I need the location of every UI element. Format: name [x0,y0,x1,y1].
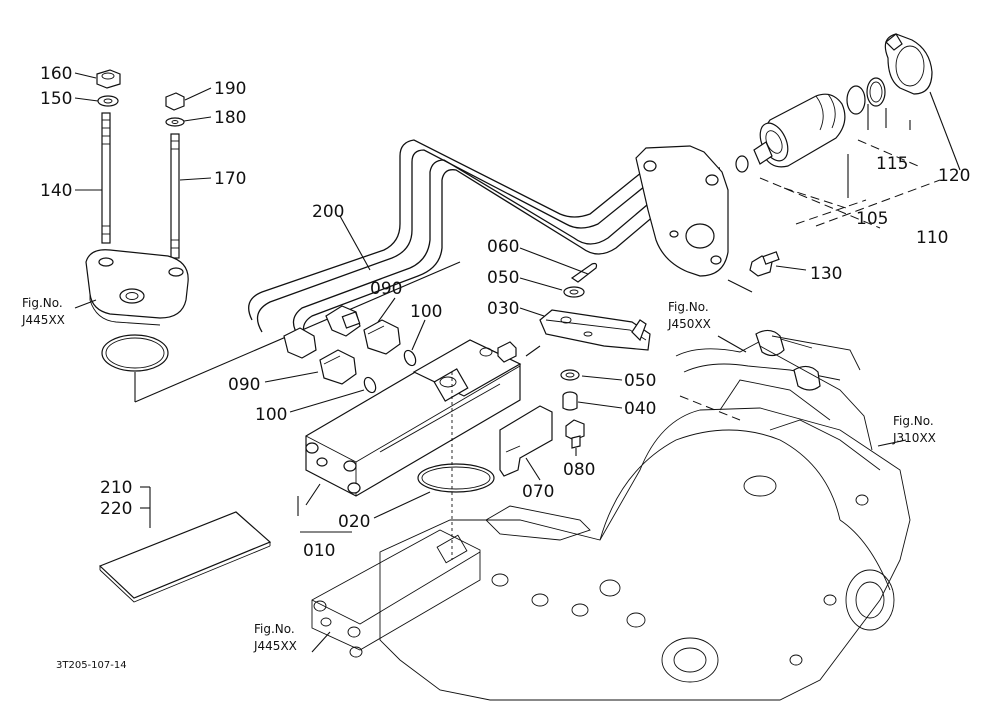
callout-140: 140 [40,181,72,201]
bracket-070 [499,405,553,477]
nut-160 [96,69,121,89]
callout-170: 170 [214,169,246,189]
stud-170 [170,133,180,259]
callout-030: 030 [487,299,519,319]
callout-105: 105 [856,209,888,229]
o-ring-020 [417,463,495,493]
callout-220: 220 [100,499,132,519]
callout-210: 210 [100,478,132,498]
fitting-090-lower [283,327,357,385]
pipe-bracket [635,145,729,277]
callout-160: 160 [40,64,72,84]
leader-ref-bottom [311,631,331,653]
callout-050-lower: 050 [624,371,656,391]
callout-190: 190 [214,79,246,99]
ref-assembly-j450 [675,329,873,451]
o-ring-small [735,155,749,173]
washer-050-lower [560,369,580,381]
ref-left-line1: Fig.No. [22,296,63,310]
callout-110: 110 [916,228,948,248]
ref-left-line2: J445XX [21,313,65,327]
callout-180: 180 [214,108,246,128]
bolt-130 [749,251,780,277]
stud-140 [101,112,111,244]
cover-plate [85,249,189,326]
callout-010: 010 [303,541,335,561]
ref-right-line1: Fig.No. [893,414,934,428]
leader-ref-right [877,439,907,447]
nut-190 [165,92,185,111]
stud-assembly-left [74,69,212,372]
ref-bottom-line1: Fig.No. [254,622,295,636]
callout-200: 200 [312,202,344,222]
callout-115: 115 [876,154,908,174]
pipe-assembly-200 [248,139,723,345]
cylinder-105 [753,93,846,168]
pin-040 [562,391,578,411]
callout-050-upper: 050 [487,268,519,288]
callout-090-lower: 090 [228,375,260,395]
washer-150 [97,95,119,107]
callout-150: 150 [40,89,72,109]
transmission-housing [311,379,911,701]
o-ring-100-upper [403,349,417,367]
callout-040: 040 [624,399,656,419]
drawing-code: 3T205-107-14 [56,660,127,671]
control-valve-010 [305,339,522,497]
callout-130: 130 [810,264,842,284]
callout-080: 080 [563,460,595,480]
o-ring-100-lower [363,376,377,394]
cover-o-ring [101,334,169,372]
callout-120: 120 [938,166,970,186]
manual-210-220 [98,511,272,603]
rings-115 [846,77,886,115]
callout-100-lower: 100 [255,405,287,425]
ref-mid-line1: Fig.No. [668,300,709,314]
washer-050-upper [563,286,585,298]
fitting-090-upper [325,305,401,355]
clamp-120 [884,33,933,95]
callout-070: 070 [522,482,554,502]
callout-060: 060 [487,237,519,257]
washer-180 [165,117,185,127]
bolt-080 [565,419,585,449]
ref-mid-line2: J450XX [667,317,711,331]
ref-bottom-line2: J445XX [253,639,297,653]
callout-100-upper: 100 [410,302,442,322]
ref-right-line2: J310XX [892,431,936,445]
callout-090-upper: 090 [370,279,402,299]
lever-030 [539,309,651,351]
callout-020: 020 [338,512,370,532]
leader-110 [759,177,881,229]
